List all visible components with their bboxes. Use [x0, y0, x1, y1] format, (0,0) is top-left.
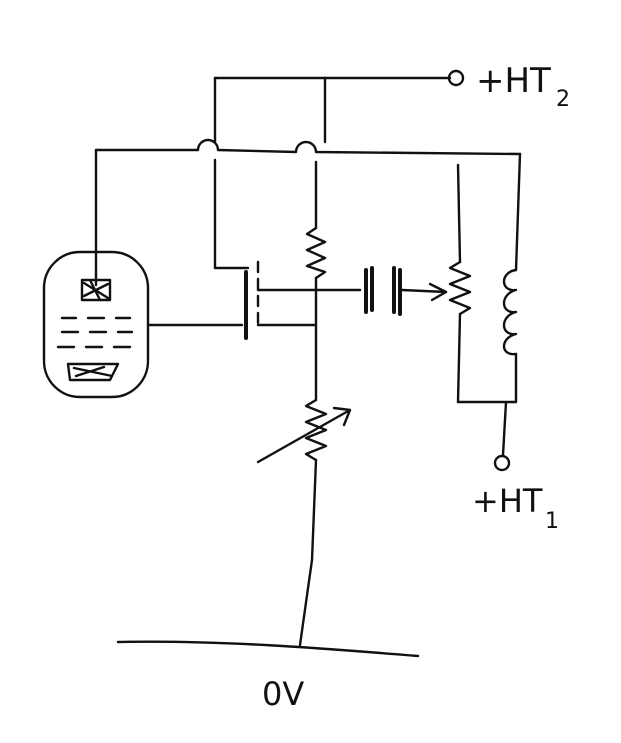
adjustable-source-resistor — [256, 398, 352, 647]
inductor-coil — [502, 152, 522, 404]
coupling-capacitor — [314, 266, 448, 316]
ht2-label: +HT — [476, 61, 551, 101]
ht2-supply-rail — [213, 76, 452, 144]
lamp-lower-element — [66, 362, 120, 382]
ht1-label-subscript: 1 — [545, 509, 559, 534]
lamp-tube — [42, 148, 244, 399]
ground-rail — [116, 640, 420, 658]
variable-resistor — [448, 163, 472, 404]
load-return-wire — [456, 400, 518, 457]
ht2-label-subscript: 2 — [556, 87, 570, 112]
drain-resistor — [305, 160, 327, 402]
mosfet-transistor — [213, 158, 318, 340]
zero-volt-label: 0V — [262, 675, 304, 713]
ht2-terminal — [447, 69, 465, 87]
lamp-upper-element — [80, 278, 112, 302]
bias-rail — [94, 138, 522, 156]
ht1-label: +HT — [472, 482, 543, 520]
ht1-terminal — [493, 454, 511, 472]
